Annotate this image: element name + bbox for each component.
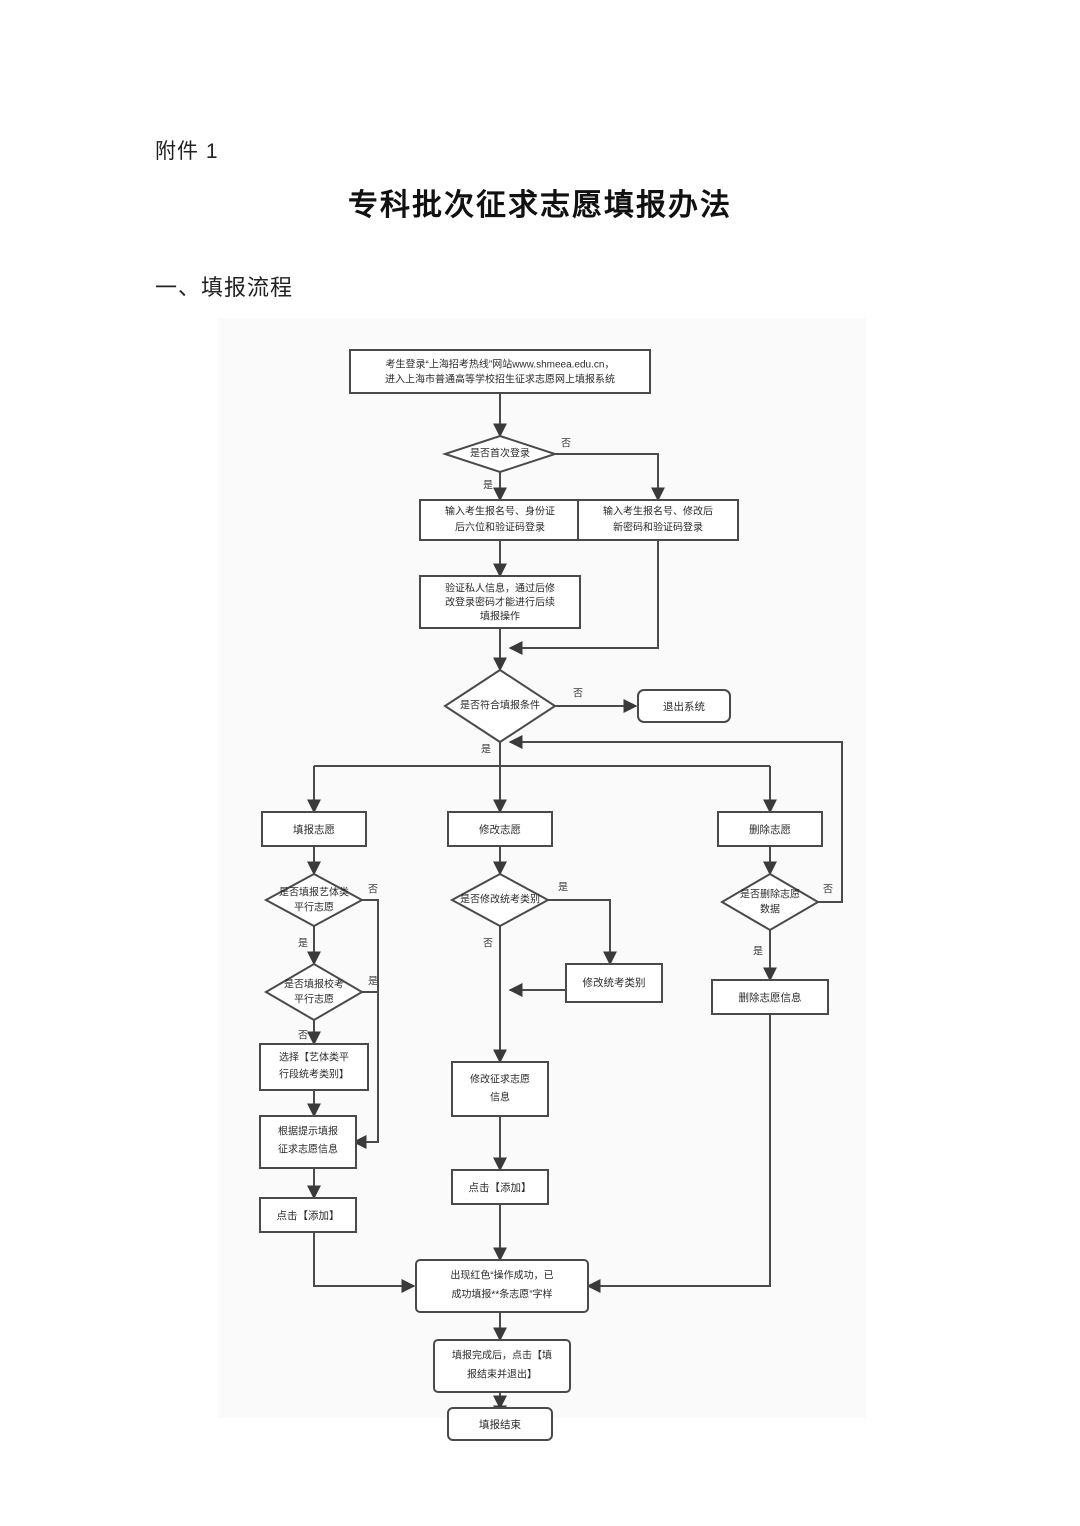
node-school-exam-decision: 是否填报校考 平行志愿 xyxy=(264,962,364,1022)
node-art-sports-decision: 是否填报艺体类 平行志愿 xyxy=(263,872,365,928)
edge-login-existing-to-junction xyxy=(508,540,659,655)
edge-label-delete-no: 否 xyxy=(823,884,833,896)
node-school-exam-line2: 平行志愿 xyxy=(294,993,334,1006)
edge-delete-no-loopback xyxy=(508,735,843,903)
node-fill-volunteer-label: 填报志愿 xyxy=(293,823,335,836)
attachment-label: 附件 1 xyxy=(155,140,219,163)
node-verify-info-line2: 改登录密码才能进行后续 xyxy=(445,596,555,609)
node-select-category-line1: 选择【艺体类平 xyxy=(279,1051,349,1064)
node-eligibility-decision: 是否符合填报条件 xyxy=(443,668,557,744)
node-success-message: 出现红色“操作成功，已 成功填报**条志愿”字样 xyxy=(415,1259,589,1313)
node-click-add-left-label: 点击【添加】 xyxy=(277,1209,340,1222)
node-modify-exam-category-label: 修改统考类别 xyxy=(583,976,646,989)
section-heading-process: 一、填报流程 xyxy=(155,275,294,300)
node-modify-exam-category: 修改统考类别 xyxy=(565,963,663,1003)
node-modify-exam-decision: 是否修改统考类别 xyxy=(449,872,551,928)
page-title: 专科批次征求志愿填报办法 xyxy=(348,189,732,222)
node-art-sports-line2: 平行志愿 xyxy=(294,901,334,914)
node-delete-volunteer-label: 删除志愿 xyxy=(749,823,791,836)
node-finish-and-exit: 填报完成后，点击【填 报结束并退出】 xyxy=(433,1339,571,1393)
flowchart-figure: 考生登录“上海招考热线”网站www.shmeea.edu.cn， 进入上海市普通… xyxy=(218,318,866,1441)
flowchart-end-overlay: 填报结束 xyxy=(447,1392,553,1441)
node-login-new: 输入考生报名号、身份证 后六位和验证码登录 xyxy=(419,499,581,541)
node-login-new-line2: 后六位和验证码登录 xyxy=(455,521,545,534)
node-modify-exam-label: 是否修改统考类别 xyxy=(460,893,540,906)
edge-label-art-no: 否 xyxy=(368,884,378,896)
node-school-exam-line1: 是否填报校考 xyxy=(284,978,344,991)
node-finish-and-exit-line1: 填报完成后，点击【填 xyxy=(452,1349,552,1362)
edge-label-delete-yes: 是 xyxy=(753,946,763,958)
edge-label-modify-exam-yes: 是 xyxy=(558,882,568,894)
edge-label-school-no: 否 xyxy=(298,1030,308,1042)
node-click-add-middle: 点击【添加】 xyxy=(451,1169,549,1205)
node-click-add-middle-label: 点击【添加】 xyxy=(469,1181,532,1194)
node-art-sports-line1: 是否填报艺体类 xyxy=(279,886,349,899)
edge-left-to-success xyxy=(313,1232,416,1293)
edge-right-to-success xyxy=(586,1014,771,1293)
node-click-add-left: 点击【添加】 xyxy=(259,1197,357,1233)
node-modify-volunteer-info-line2: 信息 xyxy=(490,1091,510,1104)
node-modify-volunteer-info-line1: 修改征求志愿 xyxy=(470,1073,530,1086)
node-end-box: 填报结束 xyxy=(447,1407,553,1441)
node-delete-volunteer-info: 删除志愿信息 xyxy=(711,979,829,1015)
node-first-login-decision: 是否首次登录 xyxy=(441,434,559,474)
edge-exam-yes-to-modify-category xyxy=(548,899,617,966)
edge-label-first-login-no: 否 xyxy=(561,438,571,450)
node-fill-volunteer: 填报志愿 xyxy=(261,811,367,847)
node-modify-volunteer: 修改志愿 xyxy=(447,811,553,847)
edge-label-eligibility-yes: 是 xyxy=(481,744,491,756)
node-exit-system: 退出系统 xyxy=(637,689,731,723)
node-eligibility-label: 是否符合填报条件 xyxy=(460,699,540,712)
edge-label-school-yes: 是 xyxy=(368,976,378,988)
node-delete-data-decision: 是否删除志愿 数据 xyxy=(720,872,820,932)
node-login-existing-line2: 新密码和验证码登录 xyxy=(613,521,703,534)
edge-label-modify-exam-no: 否 xyxy=(483,938,493,950)
node-login-new-line1: 输入考生报名号、身份证 xyxy=(445,505,555,518)
edge-art-no-path xyxy=(352,899,379,1149)
node-login-existing-line1: 输入考生报名号、修改后 xyxy=(603,505,713,518)
node-finish-and-exit-line2: 报结束并退出】 xyxy=(467,1368,537,1381)
node-verify-info: 验证私人信息，通过后修 改登录密码才能进行后续 填报操作 xyxy=(419,575,581,629)
edge-label-eligibility-no: 否 xyxy=(573,688,583,700)
edge-label-first-login-yes: 是 xyxy=(483,480,493,492)
node-success-message-line2: 成功填报**条志愿”字样 xyxy=(451,1288,552,1301)
node-select-category: 选择【艺体类平 行段统考类别】 xyxy=(259,1043,369,1091)
node-success-message-line1: 出现红色“操作成功，已 xyxy=(450,1269,553,1282)
node-select-category-line2: 行段统考类别】 xyxy=(279,1068,349,1081)
edge-first-login-no xyxy=(545,453,665,502)
node-start-line1: 考生登录“上海招考热线”网站www.shmeea.edu.cn， xyxy=(386,358,615,371)
node-delete-volunteer-info-label: 删除志愿信息 xyxy=(739,991,802,1004)
node-delete-data-line1: 是否删除志愿 xyxy=(740,888,800,901)
node-exit-system-label: 退出系统 xyxy=(663,700,705,713)
node-end-label: 填报结束 xyxy=(479,1418,521,1431)
node-start-line2: 进入上海市普通高等学校招生征求志愿网上填报系统 xyxy=(385,373,615,386)
node-fill-by-prompt-line1: 根据提示填报 xyxy=(278,1125,338,1138)
node-login-existing: 输入考生报名号、修改后 新密码和验证码登录 xyxy=(577,499,739,541)
edge-label-art-yes: 是 xyxy=(298,938,308,950)
node-fill-by-prompt-line2: 征求志愿信息 xyxy=(278,1143,338,1156)
node-start: 考生登录“上海招考热线”网站www.shmeea.edu.cn， 进入上海市普通… xyxy=(349,349,651,394)
node-delete-volunteer: 删除志愿 xyxy=(717,811,823,847)
node-verify-info-line1: 验证私人信息，通过后修 xyxy=(445,582,555,595)
node-verify-info-line3: 填报操作 xyxy=(480,610,520,623)
node-fill-by-prompt: 根据提示填报 征求志愿信息 xyxy=(259,1115,357,1169)
node-first-login-label: 是否首次登录 xyxy=(470,447,530,460)
node-modify-volunteer-label: 修改志愿 xyxy=(479,823,521,836)
node-modify-volunteer-info: 修改征求志愿 信息 xyxy=(451,1061,549,1117)
node-delete-data-line2: 数据 xyxy=(760,903,780,916)
